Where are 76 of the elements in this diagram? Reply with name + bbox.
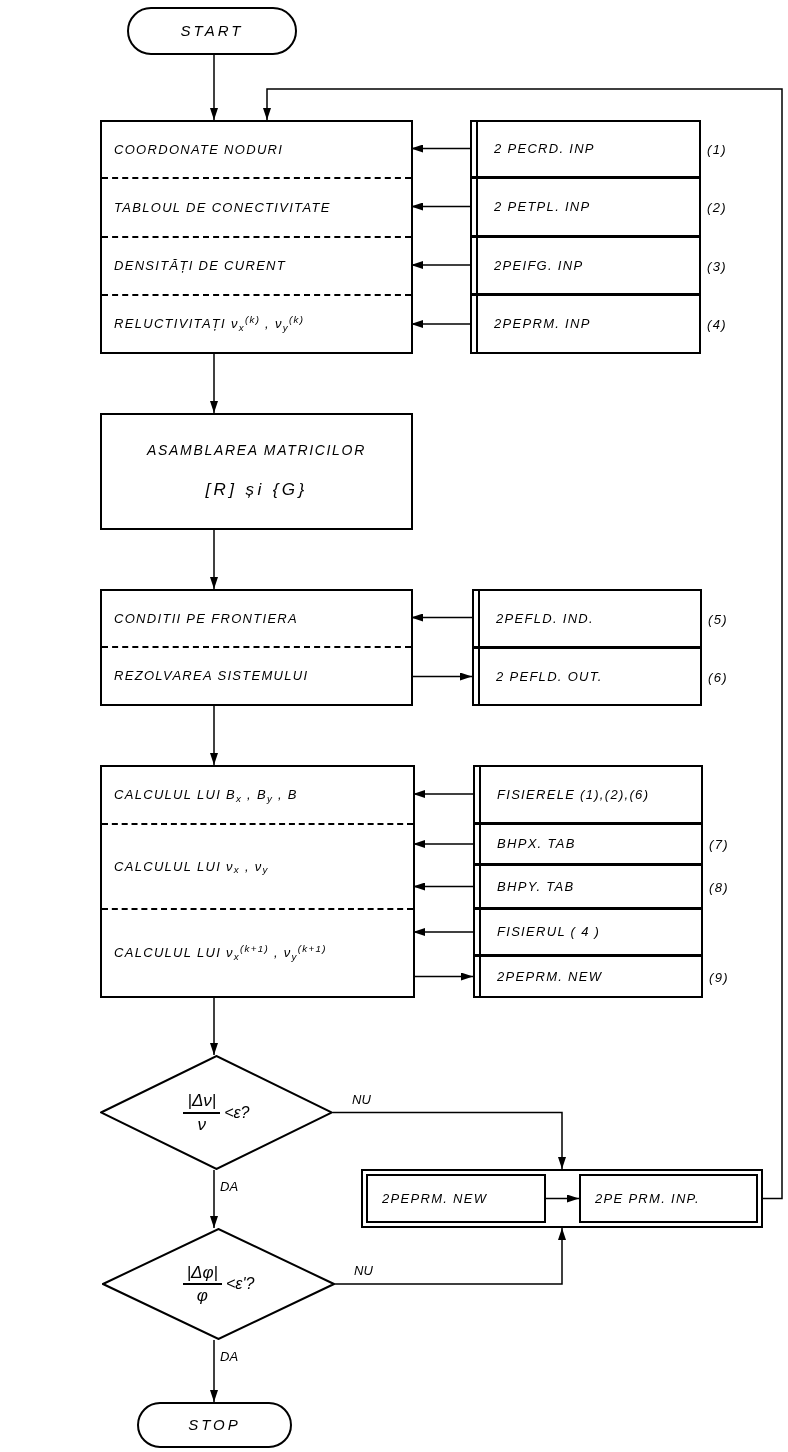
file-name: 2 PEFLD. OUT. (496, 667, 603, 686)
edge-label: NU (353, 1264, 374, 1277)
process-box (100, 765, 415, 998)
file-box (470, 236, 701, 295)
file-box (470, 294, 701, 354)
flow-arrow (210, 1339, 218, 1403)
edge-label: DA (219, 1180, 240, 1193)
file-box (579, 1174, 758, 1223)
fraction-denominator: ν (197, 1113, 207, 1135)
file-name: 2PEPRM. NEW (497, 967, 603, 986)
file-box (473, 765, 703, 824)
flow-arrow (263, 88, 783, 1200)
file-box (473, 908, 703, 956)
file-number: (3) (707, 257, 727, 276)
file-number: (1) (707, 141, 727, 159)
process-box (100, 589, 413, 706)
fraction-numerator: |Δν| (183, 1090, 221, 1114)
file-box (473, 823, 703, 865)
file-number: (5) (708, 610, 728, 629)
flow-arrow (210, 997, 218, 1056)
file-name: 2PEIFG. INP (494, 256, 584, 275)
step-label: TABLOUL DE CONECTIVITATE (114, 198, 331, 217)
file-box (470, 120, 701, 178)
process-box (100, 413, 413, 530)
file-name: 2PEPRM. NEW (382, 1189, 488, 1208)
flow-arrow (545, 1194, 580, 1203)
flow-arrow (210, 54, 218, 121)
edge-label: NU (351, 1092, 372, 1106)
terminal-label: START (180, 20, 244, 41)
step-label: ASAMBLAREA MATRICILOR (147, 441, 366, 461)
step-label: REZOLVAREA SISTEMULUI (114, 667, 309, 686)
file-name: FISIERELE (1),(2),(6) (497, 785, 650, 804)
file-box (473, 864, 703, 909)
file-number: (9) (709, 968, 729, 987)
flow-arrow (334, 1227, 566, 1285)
flow-arrow (210, 353, 218, 414)
file-transfer-box (361, 1169, 763, 1228)
file-name: 2 PETPL. INP (494, 198, 591, 217)
file-number: (4) (707, 316, 727, 334)
flow-arrow (210, 1169, 218, 1229)
file-box (472, 589, 702, 648)
file-name: BHPX. TAB (497, 835, 576, 854)
flow-arrow (210, 529, 218, 590)
file-name: FISIERUL ( 4 ) (497, 923, 601, 942)
file-box (472, 647, 702, 706)
step-label: CALCULUL LUI ν$_{x}$ , ν$_{y}$ (114, 857, 269, 877)
process-box (100, 120, 413, 354)
fraction-denominator: φ (196, 1285, 208, 1307)
decision-diamond (102, 1228, 335, 1340)
edge-label: DA (219, 1350, 240, 1363)
file-number: (2) (707, 199, 727, 217)
step-label: CALCULUL LUI B$_{x}$ , B$_{y}$ , B (114, 786, 298, 805)
step-label: COORDONATE NODURI (114, 140, 284, 159)
file-number: (8) (709, 878, 729, 897)
flow-arrow (332, 1111, 566, 1170)
file-box (473, 955, 703, 998)
terminal-box (137, 1402, 292, 1448)
file-box (366, 1174, 546, 1223)
decision-diamond (100, 1055, 333, 1170)
file-name: 2PEPRM. INP (494, 315, 591, 334)
file-name: BHPY. TAB (497, 877, 575, 896)
file-number: (6) (708, 668, 728, 687)
step-label: CONDITII PE FRONTIERA (114, 609, 299, 628)
step-label: [R] și {G} (205, 479, 308, 502)
step-label: DENSITĂȚI DE CURENT (114, 257, 287, 276)
file-name: 2 PECRD. INP (494, 140, 595, 159)
fraction-numerator: |Δφ| (182, 1261, 222, 1285)
terminal-box (127, 7, 297, 55)
file-number: (7) (709, 836, 729, 854)
file-name: 2PEFLD. IND. (496, 609, 594, 628)
file-name: 2PE PRM. INP. (595, 1189, 700, 1208)
terminal-label: STOP (188, 1414, 241, 1435)
file-box (470, 177, 701, 237)
condition-label: <ε? (224, 1102, 250, 1123)
condition-label: <ε'? (226, 1274, 255, 1294)
flow-arrow (210, 705, 218, 766)
